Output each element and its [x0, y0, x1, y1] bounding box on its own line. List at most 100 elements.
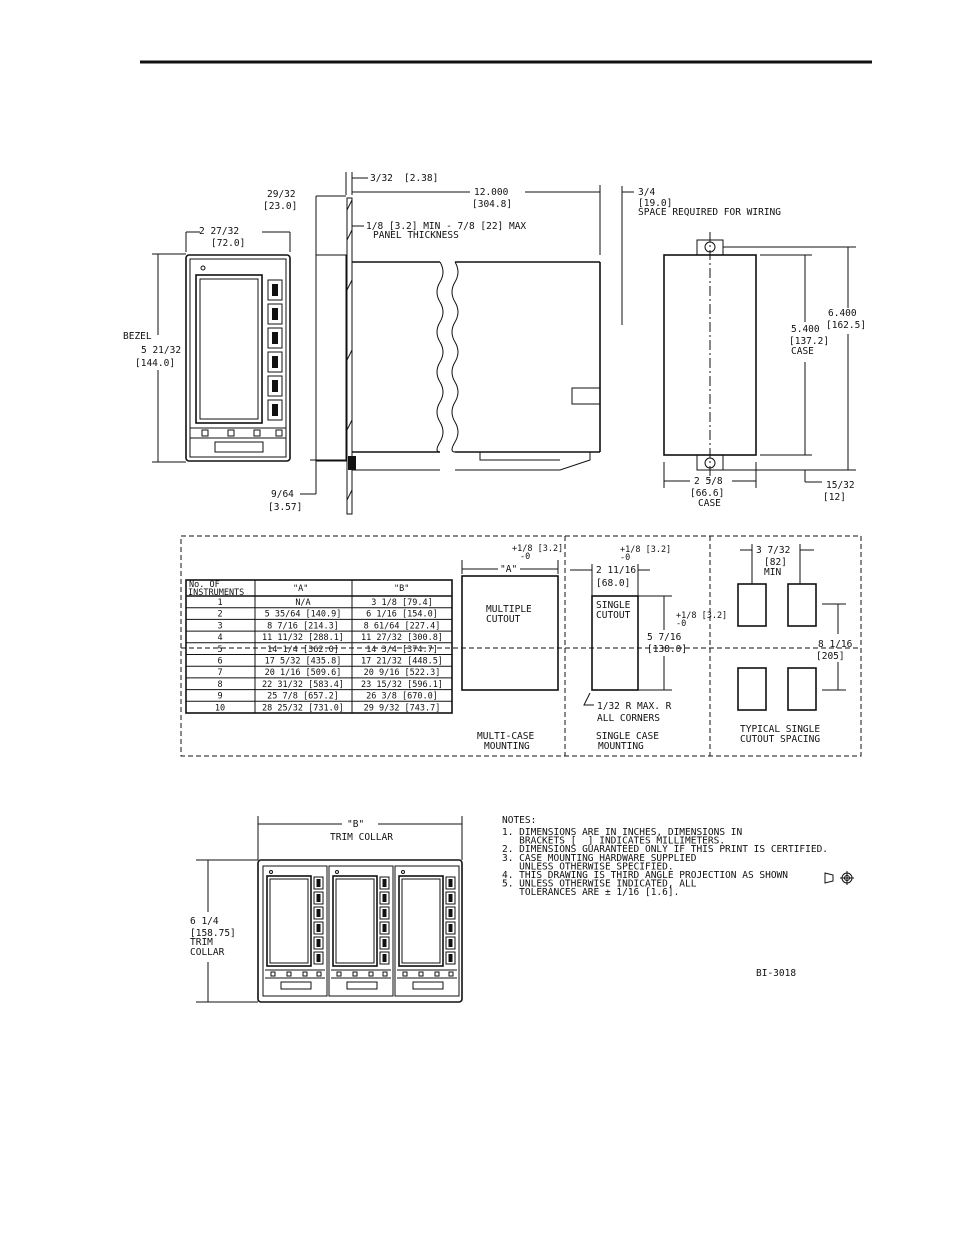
rear-overall-height-in: 6.400 — [828, 308, 857, 319]
rear-overall-height-mm: [162.5] — [826, 320, 866, 331]
rear-view: 5.400 [137.2] CASE 6.400 [162.5] 2 5/8 [… — [663, 232, 866, 509]
spacing-horiz-label: MIN — [764, 567, 781, 578]
bezel-depth-in: 29/32 — [267, 189, 296, 200]
notes: NOTES: 1. DIMENSIONS ARE IN INCHES, DIME… — [502, 815, 854, 979]
flange-dim-in: 3/32 — [370, 173, 393, 184]
front-height-mm: [144.0] — [135, 358, 175, 369]
spacing-vert-in: 8 1/16 — [818, 639, 853, 650]
trim-width-label: TRIM COLLAR — [330, 832, 393, 843]
single-corner-line1: 1/32 R MAX. R — [597, 701, 672, 712]
single-side-tol-minus: -0 — [676, 619, 686, 629]
table-cell: 17 21/32 [448.5] — [361, 657, 443, 667]
trim-collar-instruments — [262, 865, 460, 997]
table-cell: 11 27/32 [300.8] — [361, 633, 443, 643]
table-cell: 6 1/16 [154.0] — [366, 610, 438, 620]
cutout-panel — [180, 535, 862, 757]
table-cell: 20 1/16 [509.6] — [265, 668, 342, 678]
front-height-in: 5 21/32 — [141, 345, 181, 356]
rear-case-height-in: 5.400 — [791, 324, 820, 335]
front-side-buttons — [267, 279, 283, 421]
flange-dim-mm: [2.38] — [404, 173, 438, 184]
spacing-caption-line1: TYPICAL SINGLE — [740, 724, 820, 735]
rear-tab-mm: [12] — [823, 492, 846, 503]
table-cell: 8 7/16 [214.3] — [267, 621, 339, 631]
table-cell: 20 9/16 [522.3] — [364, 668, 441, 678]
table-cell: 22 31/32 [583.4] — [262, 680, 344, 690]
table-cell: 2 — [217, 610, 222, 620]
notes-lines: 1. DIMENSIONS ARE IN INCHES, DIMENSIONS … — [502, 827, 828, 898]
spacing-horiz-in: 3 7/32 — [756, 545, 790, 556]
table-cell: 1 — [217, 598, 222, 608]
third-angle-projection-icon — [824, 871, 854, 885]
front-view: 2 27/32 [72.0] BEZEL 5 21/32 [144.0] — [123, 226, 291, 463]
table-cell: 5 35/64 [140.9] — [265, 610, 342, 620]
spacing-vert-mm: [205] — [816, 651, 845, 662]
panel-thickness-line1: 1/8 [3.2] MIN - 7/8 [22] MAX — [366, 221, 526, 232]
single-cutout-line2: CUTOUT — [596, 610, 631, 621]
single-height-mm: [138.0] — [647, 644, 687, 655]
note-line: 4. THIS DRAWING IS THIRD ANGLE PROJECTIO… — [502, 870, 788, 881]
table-cell: 9 — [217, 692, 222, 702]
panel-thickness-line2: PANEL THICKNESS — [373, 230, 459, 241]
single-side-tol-plus: +1/8 [3.2] — [676, 611, 727, 621]
rear-case-height-label: CASE — [791, 346, 814, 357]
case-length-in: 12.000 — [474, 187, 509, 198]
rear-case-height-mm: [137.2] — [789, 336, 829, 347]
table-cell: 26 3/8 [670.0] — [366, 692, 438, 702]
trim-height-label1: TRIM — [190, 937, 213, 948]
table-cell: 3 — [217, 621, 222, 631]
spacing-horiz-mm: [82] — [764, 557, 787, 568]
multi-caption-line1: MULTI-CASE — [477, 731, 534, 742]
table-cell: 29 9/32 [743.7] — [364, 703, 441, 713]
table-cell: 7 — [217, 668, 222, 678]
table-cell: N/A — [295, 598, 310, 608]
multi-cutout-line2: CUTOUT — [486, 614, 521, 625]
table-cell: 17 5/32 [435.8] — [265, 657, 342, 667]
single-tol-plus: +1/8 [3.2] — [620, 545, 671, 555]
note-line: UNLESS OTHERWISE SPECIFIED. — [502, 861, 674, 872]
trim-instrument-unit — [262, 865, 328, 997]
single-width-in: 2 11/16 — [596, 565, 636, 576]
table-cell: 23 15/32 [596.1] — [361, 680, 443, 690]
single-caption-line2: MOUNTING — [598, 741, 644, 752]
table-cell: 8 — [217, 680, 222, 690]
note-line: 3. CASE MOUNTING HARDWARE SUPPLIED — [502, 853, 697, 864]
typical-cutout-spacing: 3 7/32 [82] MIN 8 1/16 [205] TYPICAL SIN… — [737, 544, 853, 745]
clip-dim-in: 9/64 — [271, 489, 294, 500]
wiring-space-in: 3/4 — [638, 187, 655, 198]
rear-case-width-mm: [66.6] — [690, 488, 724, 499]
table-cell: 5 — [217, 645, 222, 655]
note-line: 5. UNLESS OTHERWISE INDICATED, ALL — [502, 879, 697, 890]
single-caption-line1: SINGLE CASE — [596, 731, 659, 742]
table-cell: 6 — [217, 657, 222, 667]
table-cell: 8 61/64 [227.4] — [364, 621, 441, 631]
rear-tab-in: 15/32 — [826, 480, 855, 491]
rear-case-width-in: 2 5/8 — [694, 476, 723, 487]
table-cell: 11 11/32 [288.1] — [262, 633, 344, 643]
multi-caption-line2: MOUNTING — [484, 741, 530, 752]
bezel-depth-mm: [23.0] — [263, 201, 297, 212]
bezel-label: BEZEL — [123, 331, 152, 342]
front-width-mm: [72.0] — [211, 238, 245, 249]
note-line: 1. DIMENSIONS ARE IN INCHES, DIMENSIONS … — [502, 827, 742, 838]
trim-instrument-unit — [394, 865, 460, 997]
table-cell: 25 7/8 [657.2] — [267, 692, 339, 702]
case-length-mm: [304.8] — [472, 199, 512, 210]
table-cell: 14 3/4 [374.7] — [366, 645, 438, 655]
trim-collar-view: "B" TRIM COLLAR 6 1/4 [158.75] TRIM COLL… — [190, 816, 463, 1003]
table-header-no: No. OF — [189, 580, 220, 590]
drawing-number: BI-3018 — [756, 968, 796, 979]
wiring-space: 3/4 [19.0] SPACE REQUIRED FOR WIRING — [621, 186, 781, 325]
trim-height-in: 6 1/4 — [190, 916, 219, 927]
trim-height-mm: [158.75] — [190, 928, 236, 939]
single-case-mounting: +1/8 [3.2] -0 2 11/16 [68.0] SINGLE CUTO… — [570, 545, 727, 752]
front-width-in: 2 27/32 — [199, 226, 239, 237]
note-line: BRACKETS [ ] INDICATES MILLIMETERS. — [502, 836, 725, 847]
spacing-caption-line2: CUTOUT SPACING — [740, 734, 820, 745]
table-cell: 4 — [217, 633, 222, 643]
table-cell: 14 1/4 [362.0] — [267, 645, 339, 655]
table-header-b: "B" — [394, 584, 409, 594]
wiring-space-mm: [19.0] — [638, 198, 672, 209]
table-cell: 10 — [215, 703, 225, 713]
